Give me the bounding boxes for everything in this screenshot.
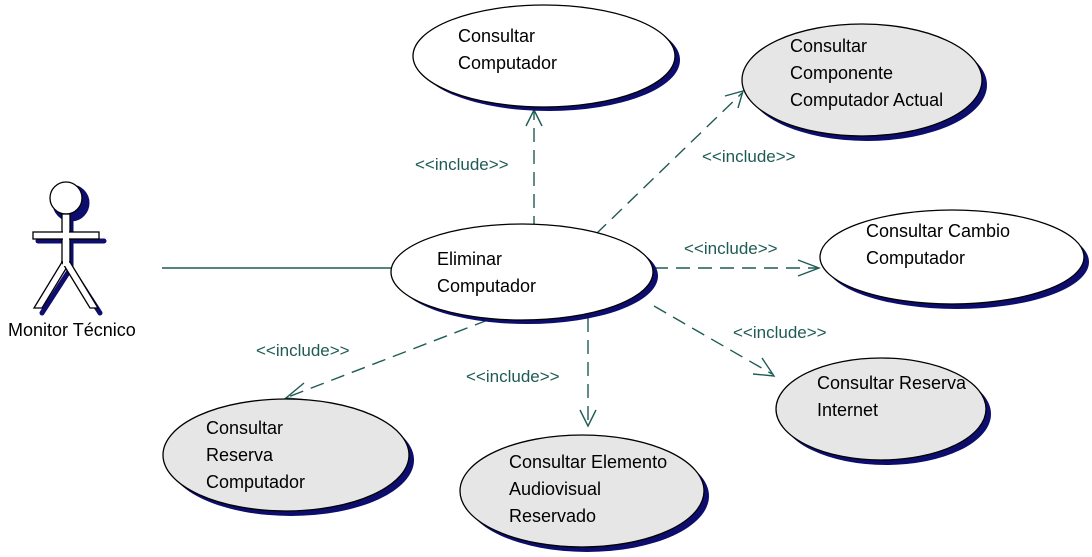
use-case-label-line: Computador [866,248,965,268]
use-case-consultar-reserva-computador[interactable]: Consultar Reserva Computador [162,398,414,516]
use-case-label-line: Consultar Cambio [866,221,1010,241]
include-arrow-consultar-reserva-internet [653,305,776,377]
include-label-consultar-componente: <<include>> [702,147,796,166]
actor-monitor-tecnico: Monitor Técnico [8,181,136,340]
use-case-label-line: Consultar [790,36,867,56]
include-arrow-consultar-reserva-computador [284,319,489,401]
use-case-consultar-computador[interactable]: Consultar Computador [412,4,680,111]
include-arrow-consultar-elemento [579,318,597,428]
svg-text:Consultar Componente: Consultar Componente Computador Actual [790,36,943,110]
use-case-label-line: Consultar Elemento [509,452,667,472]
use-case-label-line: Computador [458,53,557,73]
svg-text:Consultar Computador: Consultar Computador [458,26,557,73]
svg-text:Consultar Cambio Compu: Consultar Cambio Computador [866,221,1015,268]
include-label-consultar-reserva-computador: <<include>> [256,341,350,360]
use-case-label-line: Consultar [206,418,283,438]
include-label-consultar-cambio: <<include>> [684,239,778,258]
svg-text:Consultar Elemento Aud: Consultar Elemento Audiovisual Reservado [509,452,672,526]
svg-text:Consultar Reserva Inte: Consultar Reserva Internet [817,373,971,420]
use-case-consultar-elemento-audiovisual-reservado[interactable]: Consultar Elemento Audiovisual Reservado [459,434,709,552]
actor-stick-figure [32,181,100,309]
include-arrow-consultar-cambio [654,259,821,277]
use-case-label-line: Reserva [206,445,274,465]
include-label-consultar-computador: <<include>> [415,155,509,174]
use-case-label-line: Computador Actual [790,90,943,110]
svg-text:Consultar Reserva: Consultar Reserva Computador [206,418,305,492]
use-case-consultar-cambio-computador[interactable]: Consultar Cambio Computador [819,209,1089,309]
use-case-label-line: Eliminar [437,249,502,269]
use-case-label-line: Internet [817,400,878,420]
svg-text:Eliminar Computador: Eliminar Computador [437,249,536,296]
use-case-label-line: Computador [206,472,305,492]
use-case-consultar-componente-computador-actual[interactable]: Consultar Componente Computador Actual [741,23,987,141]
actor-right-leg [60,261,100,309]
actor-head [49,181,83,215]
include-labels: <<include>> <<include>> <<include>> <<in… [256,147,827,386]
include-arrow-consultar-computador [525,108,543,230]
include-label-consultar-elemento: <<include>> [466,367,560,386]
use-case-eliminar-computador[interactable]: Eliminar Computador [390,223,658,324]
include-label-consultar-reserva-internet: <<include>> [733,323,827,342]
use-case-label-line: Reservado [509,506,596,526]
use-case-consultar-reserva-internet[interactable]: Consultar Reserva Internet [775,357,991,465]
use-case-label-line: Computador [437,276,536,296]
use-case-label-line: Consultar Reserva [817,373,967,393]
actor-name: Monitor Técnico [8,320,136,340]
use-case-label-line: Consultar [458,26,535,46]
include-arrow-consultar-componente [595,89,745,235]
use-case-label-line: Componente [790,63,893,83]
use-case-label-line: Audiovisual [509,479,601,499]
